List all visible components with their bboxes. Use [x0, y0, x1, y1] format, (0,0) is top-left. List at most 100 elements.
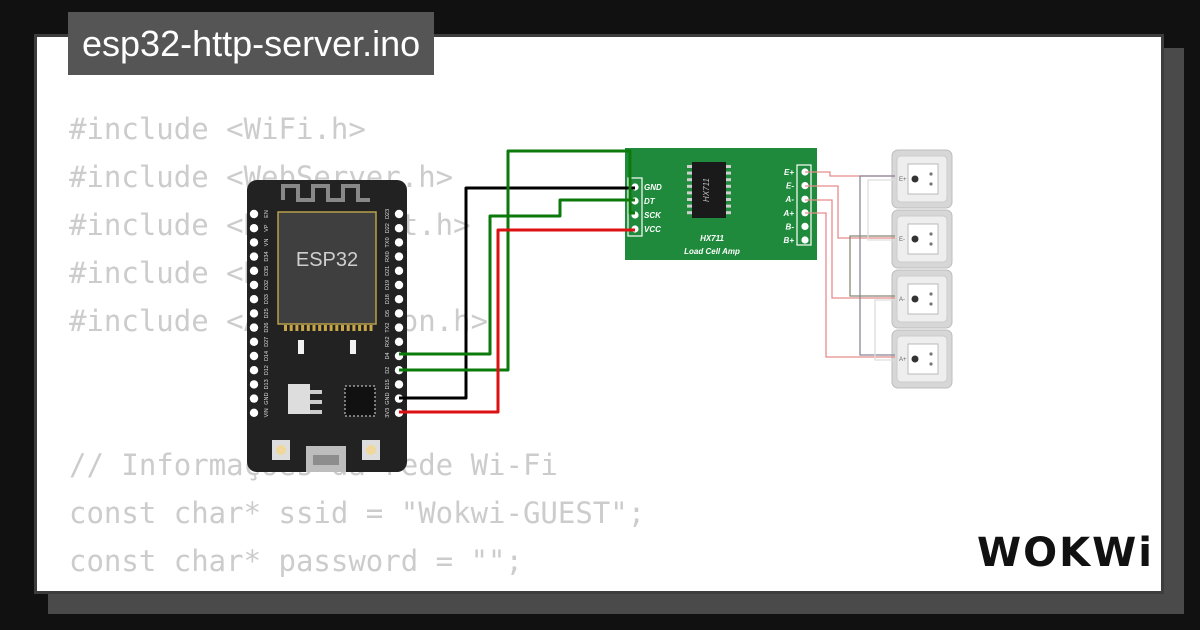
- esp32-pin[interactable]: [249, 309, 259, 318]
- esp32-pin-label: GND: [385, 392, 391, 404]
- wire-gnd[interactable]: [399, 186, 635, 400]
- esp32-pin[interactable]: [249, 238, 259, 247]
- hx711-pin-label: A-: [785, 195, 795, 204]
- code-line: const char* ssid = "Wokwi-GUEST";: [69, 496, 646, 530]
- esp32-pin-label: TX0: [385, 237, 391, 247]
- load-cell-label: A+: [899, 357, 907, 363]
- esp32-pin-label: D21: [385, 266, 391, 276]
- esp32-pin[interactable]: [394, 295, 404, 304]
- load-cell-label: E+: [899, 177, 907, 183]
- esp32-pin[interactable]: [394, 209, 404, 219]
- hx711-board-label: HX711: [700, 234, 724, 243]
- esp32-pin[interactable]: [394, 337, 404, 346]
- esp32-pin-label: D23: [385, 209, 391, 219]
- wokwi-logo-text: WOKWi: [977, 530, 1154, 576]
- esp32-pin[interactable]: [394, 280, 404, 290]
- esp32-module: [277, 211, 377, 325]
- esp32-pin-label: VIN: [264, 408, 270, 417]
- esp32-pin[interactable]: [249, 252, 259, 261]
- wire-sck[interactable]: [399, 149, 635, 372]
- esp32-pin-label: D27: [264, 337, 270, 347]
- hx711-pin[interactable]: [801, 236, 809, 244]
- load-cell[interactable]: E+: [891, 149, 953, 209]
- esp32-pin-label: D15: [385, 379, 391, 389]
- wire-cell-link-1[interactable]: [859, 175, 895, 356]
- esp32-pin-label: D4: [385, 352, 391, 359]
- load-cell[interactable]: A+: [891, 329, 953, 389]
- esp32-pin[interactable]: [249, 351, 259, 361]
- esp32-pin-label: EN: [264, 210, 270, 218]
- hx711-chip-label: HX711: [702, 178, 711, 202]
- esp32-pin-label: D2: [385, 367, 391, 374]
- esp32-pin-label: D18: [385, 294, 391, 304]
- esp32-pin[interactable]: [249, 380, 259, 389]
- wire-a-plus[interactable]: [805, 212, 895, 358]
- load-cell-label: E-: [899, 237, 905, 243]
- esp32-pin[interactable]: [394, 252, 404, 261]
- esp32-pin-label: VN: [264, 239, 270, 247]
- esp32-pin-label: D13: [264, 379, 270, 389]
- wire-vcc[interactable]: [399, 228, 635, 414]
- hx711-pin-label: SCK: [644, 211, 662, 220]
- hx711-pin-label: A+: [783, 209, 795, 218]
- esp32-pin[interactable]: [249, 280, 259, 290]
- hx711-pin-label: DT: [644, 197, 656, 206]
- hx711-pin-label: VCC: [644, 225, 661, 234]
- esp32-pin-label: D26: [264, 323, 270, 333]
- esp32-pin[interactable]: [249, 323, 259, 332]
- file-title: esp32-http-server.ino: [68, 12, 435, 75]
- esp32-pin[interactable]: [394, 238, 404, 247]
- voltage-regulator: [288, 384, 310, 414]
- esp32-pin[interactable]: [394, 309, 404, 318]
- wire-e-minus[interactable]: [805, 185, 895, 239]
- wokwi-logo: WOKWi: [977, 530, 1154, 576]
- wire-cell-link-4[interactable]: [874, 299, 895, 361]
- esp32-pin-label: D12: [264, 365, 270, 375]
- hx711-pin[interactable]: [801, 222, 809, 230]
- wire-cell-link-2[interactable]: [849, 235, 895, 297]
- wire-cell-link-3[interactable]: [867, 179, 895, 241]
- esp32-pin-label: D32: [264, 280, 270, 290]
- esp32-pin-label: D35: [264, 266, 270, 276]
- wire-dt[interactable]: [399, 198, 635, 356]
- hx711-board-sublabel: Load Cell Amp: [684, 247, 740, 256]
- esp32-pin-label: D19: [385, 280, 391, 290]
- esp32-pin[interactable]: [394, 380, 404, 389]
- esp32-pin-label: TX2: [385, 323, 391, 333]
- esp32-pin[interactable]: [394, 266, 404, 275]
- esp32-pin[interactable]: [249, 366, 259, 375]
- hx711-pin[interactable]: [801, 195, 809, 203]
- hx711-board[interactable]: HX711 HX711 Load Cell Amp GND DT SCK VCC E+ E…: [625, 148, 817, 260]
- esp32-pin[interactable]: [249, 394, 259, 403]
- wire-a-minus[interactable]: [805, 199, 895, 299]
- esp32-pin-label: D5: [385, 310, 391, 317]
- esp32-pin[interactable]: [249, 209, 259, 219]
- hx711-pin-label: B+: [784, 236, 795, 245]
- esp32-pin-label: D34: [264, 252, 270, 262]
- esp32-pin-label: D25: [264, 308, 270, 318]
- code-line: #include <WiFi.h>: [69, 112, 366, 146]
- esp32-pin-label: D22: [385, 223, 391, 233]
- load-cell-label: A-: [899, 297, 905, 303]
- esp32-pin[interactable]: [249, 295, 259, 304]
- load-cell[interactable]: E-: [891, 209, 953, 269]
- hx711-chip: [692, 162, 726, 218]
- hx711-pin-label: E-: [786, 182, 794, 191]
- esp32-pin-label: D14: [264, 351, 270, 361]
- esp32-pin-label: VP: [264, 224, 270, 232]
- esp32-pin[interactable]: [394, 323, 404, 332]
- esp32-pin[interactable]: [249, 224, 259, 233]
- esp32-pin-label: RX2: [385, 336, 391, 347]
- esp32-pin[interactable]: [394, 224, 404, 233]
- esp32-pin-label: GND: [264, 392, 270, 404]
- hx711-pin-label: GND: [644, 183, 662, 192]
- esp32-pin[interactable]: [249, 337, 259, 346]
- esp32-pin[interactable]: [249, 408, 259, 417]
- hx711-pin-label: B-: [786, 222, 795, 231]
- esp32-pin-label: 3V3: [385, 408, 391, 418]
- load-cell[interactable]: A-: [891, 269, 953, 329]
- hx711-pin-label: E+: [784, 168, 794, 177]
- esp32-pin[interactable]: [249, 266, 259, 275]
- esp32-board[interactable]: ESP32 ENVPVND34D35D32D33D25D26D27D14D12D…: [247, 180, 407, 472]
- usb-chip: [344, 385, 376, 417]
